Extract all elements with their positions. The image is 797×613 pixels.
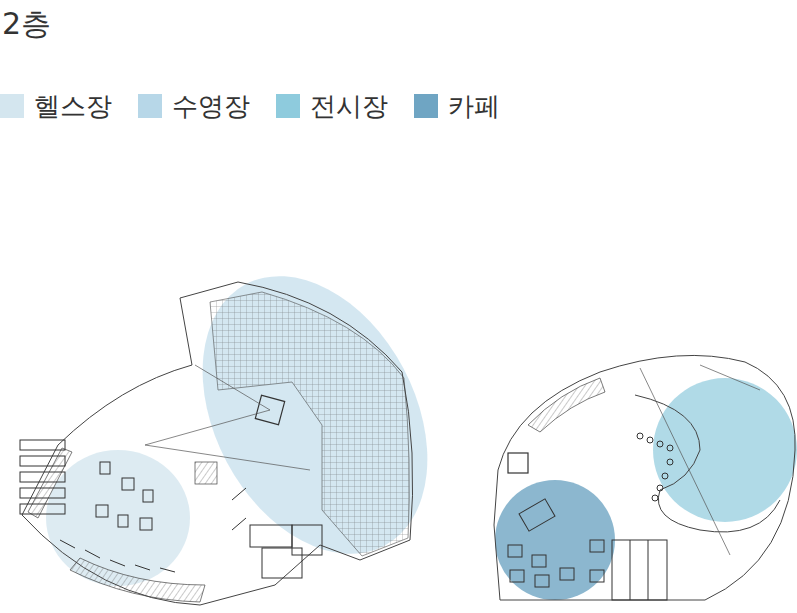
legend-swatch: [276, 94, 300, 118]
legend-swatch: [414, 94, 438, 118]
legend-text: 헬스장: [34, 90, 112, 122]
legend: 헬스장 수영장 전시장 카페: [0, 88, 526, 124]
legend-swatch: [138, 94, 162, 118]
legend-swatch: [0, 94, 24, 118]
legend-item: 전시장: [276, 90, 388, 122]
legend-text: 전시장: [310, 90, 388, 122]
legend-item: 수영장: [138, 90, 250, 122]
legend-item: 헬스장: [0, 90, 112, 122]
page-title: 2층: [2, 6, 51, 42]
legend-item: 카페: [414, 90, 500, 122]
legend-text: 카페: [448, 90, 500, 122]
legend-text: 수영장: [172, 90, 250, 122]
